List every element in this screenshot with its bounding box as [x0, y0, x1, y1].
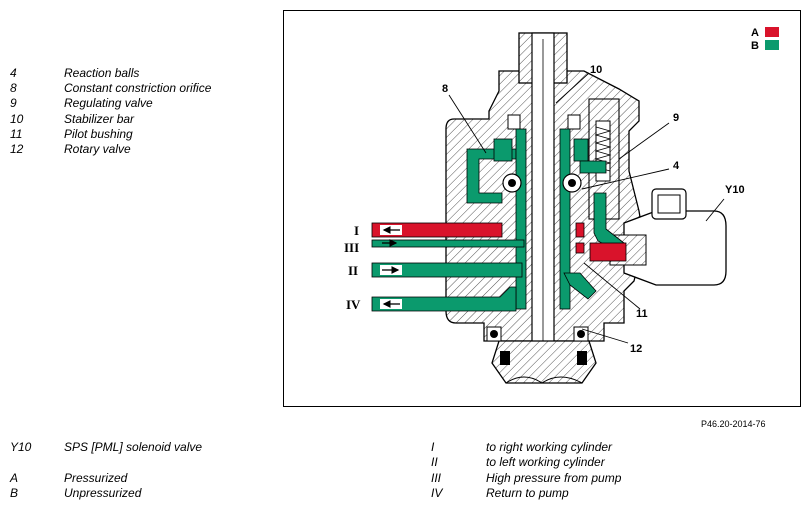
legend-desc: Pilot bushing — [64, 127, 133, 141]
figure-reference: P46.20-2014-76 — [701, 419, 766, 429]
key-letter-a: A — [751, 27, 759, 39]
power-steering-valve-diagram: A B — [344, 27, 779, 384]
diagram-frame: A B — [283, 10, 801, 407]
port-labels: I III II IV — [344, 223, 361, 312]
legend-item: 4 Reaction balls — [10, 66, 280, 81]
callout-12: 12 — [630, 343, 642, 355]
legend-code: A — [10, 471, 19, 485]
legend-code: II — [431, 455, 438, 469]
key-swatch-b — [765, 40, 779, 50]
legend-item: 11 Pilot bushing — [10, 127, 280, 142]
key-swatch-a — [765, 27, 779, 37]
legend-code: III — [431, 471, 442, 485]
key-letter-b: B — [751, 40, 759, 52]
legend-desc: SPS [PML] solenoid valve — [64, 440, 203, 454]
legend-desc: Pressurized — [64, 471, 128, 485]
legend-code: 9 — [10, 96, 17, 110]
legend-item: 10 Stabilizer bar — [10, 112, 280, 127]
legend-code: 11 — [10, 127, 23, 141]
legend-code: IV — [431, 486, 443, 500]
legend-desc: Stabilizer bar — [64, 112, 135, 126]
callout-labels: 10 8 9 4 Y10 11 12 — [442, 64, 745, 355]
legend-item: I to right working cylinder — [431, 440, 691, 455]
legend-desc: Reaction balls — [64, 66, 140, 80]
legend-desc: Unpressurized — [64, 486, 142, 500]
leader-lines — [448, 72, 725, 344]
callout-8: 8 — [442, 83, 448, 95]
pressurized-channels — [371, 222, 627, 262]
legend-code: B — [10, 486, 19, 500]
callout-y10: Y10 — [725, 184, 745, 196]
callout-9: 9 — [673, 112, 679, 124]
legend-item: 12 Rotary valve — [10, 142, 280, 157]
color-key: A B — [751, 27, 779, 52]
legend-item: III High pressure from pump — [431, 471, 691, 486]
legend-code: 8 — [10, 81, 17, 95]
port-label-i: I — [354, 223, 359, 238]
legend-item: B Unpressurized — [10, 486, 270, 501]
legend-item: II to left working cylinder — [431, 455, 691, 470]
legend-item: Y10 SPS [PML] solenoid valve — [10, 440, 270, 455]
legend-code: Y10 — [10, 440, 32, 454]
legend-code: 12 — [10, 142, 24, 156]
legend-desc: High pressure from pump — [486, 471, 622, 485]
legend-code: 4 — [10, 66, 17, 80]
legend-item: A Pressurized — [10, 471, 270, 486]
port-label-iv: IV — [346, 297, 361, 312]
callout-11: 11 — [636, 308, 648, 320]
legend-desc: Constant constriction orifice — [64, 81, 212, 95]
legend-desc: Return to pump — [486, 486, 569, 500]
legend-desc: to left working cylinder — [486, 455, 605, 469]
legend-item: 9 Regulating valve — [10, 96, 280, 111]
legend-desc: Rotary valve — [64, 142, 131, 156]
port-arrows — [380, 225, 402, 309]
reaction-balls — [502, 173, 582, 193]
port-label-iii: III — [344, 240, 359, 255]
callout-4: 4 — [673, 160, 680, 172]
unpressurized-channels — [371, 128, 625, 312]
legend-code: I — [431, 440, 435, 454]
legend-item: IV Return to pump — [431, 486, 691, 501]
legend-desc: Regulating valve — [64, 96, 153, 110]
legend-desc: to right working cylinder — [486, 440, 613, 454]
legend-item: 8 Constant constriction orifice — [10, 81, 280, 96]
legend-code: 10 — [10, 112, 24, 126]
port-label-ii: II — [348, 263, 358, 278]
callout-10: 10 — [590, 64, 602, 76]
